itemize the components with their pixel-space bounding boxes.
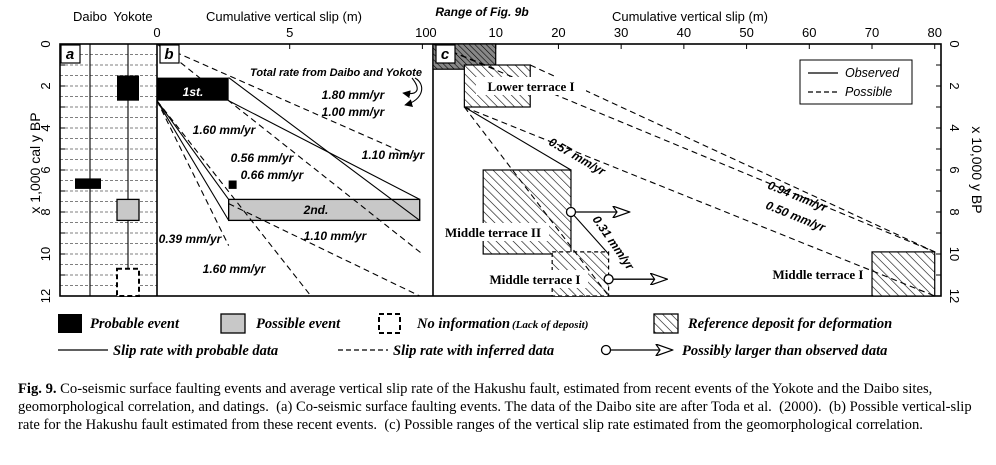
panel-c-x-tick-label: 50 xyxy=(739,25,753,40)
panel-b-rate-lines xyxy=(156,43,423,297)
panel-c-series-4 xyxy=(529,64,935,253)
panel-c-x-tick-label: 60 xyxy=(802,25,816,40)
panel-b-x-tick-label: 5 xyxy=(286,25,293,40)
panel-c-series-1 xyxy=(570,211,610,255)
panel-b-series-3 xyxy=(228,77,421,221)
terrace-labels: Lower terrace I Middle terrace II Middle… xyxy=(437,77,863,288)
right-y-tick-label: 0 xyxy=(947,40,962,47)
rate-label-b-5: 0.66 mm/yr xyxy=(241,168,305,182)
caption-text: Co-seismic surface faulting events and a… xyxy=(18,381,972,433)
range-of-fig-9b-label: Range of Fig. 9b xyxy=(435,5,528,19)
terrace-lower-terrace-i: Lower terrace I xyxy=(487,79,574,94)
inner-legend-possible: Possible xyxy=(845,85,892,99)
panel-b-event-0 xyxy=(157,77,229,101)
rate-label-b-6: 1.10 mm/yr xyxy=(362,148,426,162)
right-y-tick-label: 2 xyxy=(947,82,962,89)
panel-c-x-tick-label: 30 xyxy=(614,25,628,40)
figure-legend: Probable event Possible event No informa… xyxy=(58,313,892,359)
inner-legend-observed: Observed xyxy=(845,66,900,80)
panel-c-tag: c xyxy=(441,46,450,63)
right-y-tick-label: 6 xyxy=(947,166,962,173)
left-y-tick-label: 4 xyxy=(38,124,53,131)
legend-no-information: No information xyxy=(416,316,510,332)
left-axis-title: x 1,000 cal y BP xyxy=(27,112,43,213)
panel-c-larger-marker-0 xyxy=(565,206,577,218)
panel-c-x-tick-label: 0 xyxy=(429,25,436,40)
legend-probable-event: Probable event xyxy=(90,316,180,332)
panel-a-event-3 xyxy=(116,267,140,298)
rate-label-b-9: 1.60 mm/yr xyxy=(203,262,267,276)
left-y-tick-label: 8 xyxy=(38,208,53,215)
right-axis-title: x 10,000 y BP xyxy=(969,126,985,213)
left-y-tick-label: 10 xyxy=(38,247,53,261)
column-header-yokote: Yokote xyxy=(113,9,152,24)
panel-b-series-5 xyxy=(156,100,230,221)
right-y-tick-label: 10 xyxy=(947,247,962,261)
event-1st-label: 1st. xyxy=(183,85,204,99)
panel-c-series-3 xyxy=(464,106,935,297)
panel-a-event-1 xyxy=(75,178,101,189)
right-y-tick-label: 8 xyxy=(947,208,962,215)
event-2nd-label: 2nd. xyxy=(303,203,329,217)
panel-c-larger-marker-1 xyxy=(603,274,614,285)
panel-c-x-tick-label: 70 xyxy=(865,25,879,40)
panel-a-event-0 xyxy=(117,75,139,101)
panel-b-x-tick-label: 0 xyxy=(153,25,160,40)
panel-b-series-1 xyxy=(156,43,423,255)
panel-b-x-tick-label: 10 xyxy=(415,25,429,40)
panel-b-series-7 xyxy=(228,203,420,297)
left-y-tick-label: 2 xyxy=(38,82,53,89)
panel-b-series-4 xyxy=(156,100,230,200)
left-y-tick-label: 6 xyxy=(38,166,53,173)
left-y-tick-label: 12 xyxy=(38,289,53,303)
terrace-middle-terrace-i: Middle terrace I xyxy=(490,272,581,287)
legend-slip-inferred: Slip rate with inferred data xyxy=(393,343,554,359)
caption-label: Fig. 9. xyxy=(18,381,57,397)
rate-label-b-8: 1.10 mm/yr xyxy=(304,229,368,243)
panel-b-event-2 xyxy=(228,180,237,189)
total-rate-label: Total rate from Daibo and Yokote xyxy=(250,67,422,79)
panel-c-deposit-4 xyxy=(871,251,936,297)
panel-b-event-1 xyxy=(228,198,421,222)
rate-label-b-4: 0.56 mm/yr xyxy=(231,151,295,165)
rate-label-b-3: 1.60 mm/yr xyxy=(193,123,257,137)
panel-c-x-tick-label: 10 xyxy=(488,25,502,40)
figure-caption: Fig. 9. Co-seismic surface faulting even… xyxy=(18,380,980,434)
panel-a-event-2 xyxy=(116,198,140,222)
column-header-daibo: Daibo xyxy=(73,9,107,24)
panel-b-x-axis-title: Cumulative vertical slip (m) xyxy=(206,9,362,24)
legend-reference-deposit: Reference deposit for deformation xyxy=(687,316,892,332)
legend-possibly-larger: Possibly larger than observed data xyxy=(682,343,887,359)
panel-b-series-8 xyxy=(156,100,312,297)
panel-c-deposit-2 xyxy=(482,169,572,255)
right-y-tick-label: 12 xyxy=(947,289,962,303)
legend-possible-event: Possible event xyxy=(256,316,341,332)
event-blocks xyxy=(75,75,140,298)
rate-label-b-1: 1.80 mm/yr xyxy=(322,88,386,102)
panel-b-tag: b xyxy=(164,46,173,63)
rate-label-b-7: 0.39 mm/yr xyxy=(159,232,223,246)
terrace-middle-terrace-ii: Middle terrace II xyxy=(445,225,541,240)
panel-c-x-tick-label: 40 xyxy=(677,25,691,40)
right-y-tick-label: 4 xyxy=(947,124,962,131)
legend-slip-probable: Slip rate with probable data xyxy=(113,343,278,359)
left-y-tick-label: 0 xyxy=(38,40,53,47)
rate-label-b-2: 1.00 mm/yr xyxy=(322,105,386,119)
panel-c-series-0 xyxy=(464,106,572,171)
panel-b-series-0 xyxy=(156,43,415,158)
panel-a-tag: a xyxy=(66,46,74,63)
terrace-middle-terrace-i-far: Middle terrace I xyxy=(773,267,864,282)
panel-c-x-axis-title: Cumulative vertical slip (m) xyxy=(612,9,768,24)
panel-b-series-2 xyxy=(228,100,420,200)
panel-c-x-tick-label: 80 xyxy=(927,25,941,40)
panel-c-x-tick-label: 20 xyxy=(551,25,565,40)
panel-b-series-6 xyxy=(156,100,230,246)
legend-no-information-note: (Lack of deposit) xyxy=(512,319,588,331)
